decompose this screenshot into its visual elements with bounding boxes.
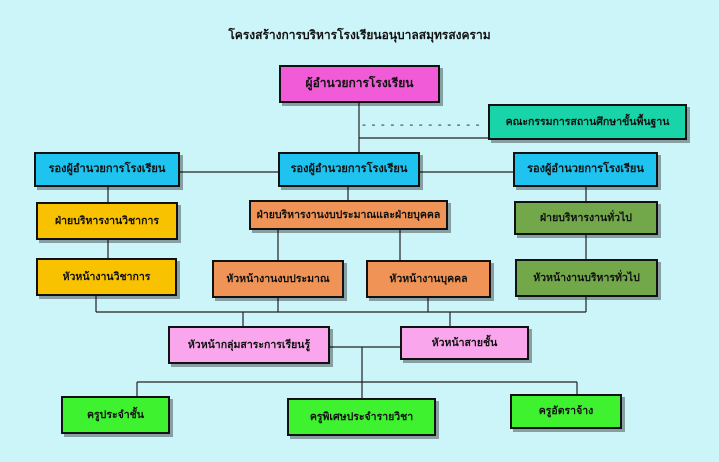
budget-head-box: หัวหน้างานงบประมาณ [212, 260, 344, 298]
learning-area-head-box: หัวหน้ากลุ่มสาระการเรียนรู้ [168, 326, 330, 364]
academic-head-box: หัวหน้างานวิชาการ [36, 258, 177, 296]
chart-title: โครงสร้างการบริหารโรงเรียนอนุบาลสมุทรสงค… [228, 28, 491, 42]
general-division-box: ฝ่ายบริหารงานทั่วไป [514, 201, 658, 235]
general-head-box: หัวหน้างานบริหารทั่วไป [515, 259, 658, 297]
personnel-head-box: หัวหน้างานบุคคล [366, 260, 491, 298]
deputy-left-box: รองผู้อำนวยการโรงเรียน [34, 152, 180, 187]
homeroom-teacher-box: ครูประจำชั้น [61, 396, 170, 434]
academic-division-box: ฝ่ายบริหารงานวิชาการ [36, 202, 178, 240]
grade-level-head-box: หัวหน้าสายชั้น [400, 326, 529, 360]
budget-personnel-division-box: ฝ่ายบริหารงานงบประมาณและฝ่ายบุคคล [249, 200, 448, 230]
board-box: คณะกรรมการสถานศึกษาขั้นพื้นฐาน [488, 104, 687, 140]
contract-teacher-box: ครูอัตราจ้าง [510, 394, 622, 429]
deputy-center-box: รองผู้อำนวยการโรงเรียน [278, 152, 420, 187]
deputy-right-box: รองผู้อำนวยการโรงเรียน [513, 152, 658, 187]
advisory-dashed-line: - - - - - - - - - - - - - - - - [362, 118, 480, 131]
subject-teacher-box: ครูพิเศษประจำรายวิชา [287, 398, 436, 436]
director-box: ผู้อำนวยการโรงเรียน [279, 65, 440, 103]
